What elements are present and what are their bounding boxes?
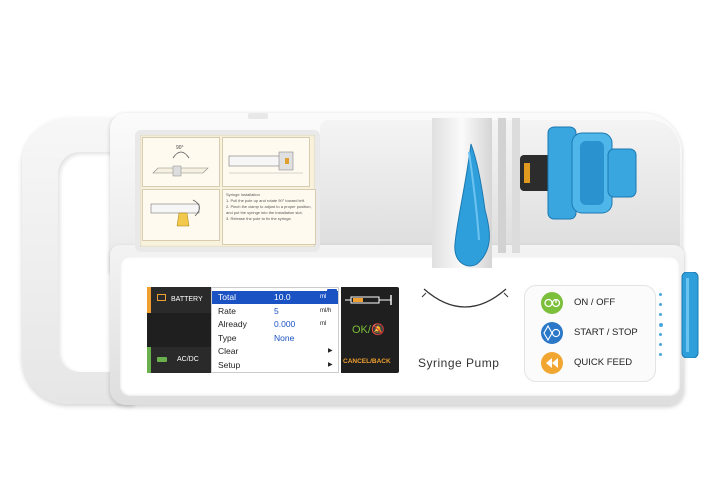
indicator-dot [659, 313, 662, 316]
mute-bell-icon: 🔕 [370, 324, 385, 336]
lcd-row-unit: ml [320, 321, 327, 327]
acdc-label: AC/DC [177, 356, 199, 363]
lcd-row-label: Clear [218, 346, 239, 356]
lcd-row-value: None [274, 332, 295, 343]
lcd-row-type[interactable]: Type None [212, 332, 338, 345]
lcd-row-rate[interactable]: Rate 5 ml/h [212, 305, 338, 318]
indicator-dot [659, 323, 663, 327]
control-buttons-panel: ON / OFF START / STOP QUICK FEED [524, 285, 656, 382]
lcd-row-total[interactable]: Total 10.0 ml [212, 291, 338, 304]
battery-label: BATTERY [171, 296, 203, 303]
lcd-row-label: Setup [218, 359, 241, 370]
indicator-dot [659, 343, 662, 346]
start-stop-button[interactable]: START / STOP [525, 318, 655, 348]
lcd-row-arrow-icon: ▶ [328, 348, 333, 354]
lcd-battery-icon [327, 289, 337, 294]
ok-label: OK/ [352, 324, 371, 336]
start-stop-label: START / STOP [574, 327, 638, 338]
lcd-row-clear[interactable]: Clear ▶ [212, 345, 338, 358]
on-off-label: ON / OFF [574, 297, 616, 308]
guide-instructions: Syringe Installation 1. Pull the pole up… [222, 189, 316, 245]
lcd-row-unit: ml/h [320, 307, 332, 314]
power-icon [541, 292, 563, 314]
installation-guide-label: 90° Syringe Installation 1. Pull the pol… [135, 130, 320, 252]
acdc-indicator: AC/DC [147, 347, 211, 373]
top-screw [248, 113, 268, 119]
syringe-icon [345, 295, 392, 305]
rewind-icon [541, 352, 563, 374]
lcd-row-already[interactable]: Already 0.000 ml [212, 318, 338, 331]
indicator-dot [659, 333, 662, 336]
lcd-row-arrow-icon: ▶ [328, 361, 333, 368]
guide-figure-2 [222, 137, 310, 187]
on-off-button[interactable]: ON / OFF [525, 288, 655, 318]
quick-feed-label: QUICK FEED [574, 357, 633, 368]
lcd-row-value: 10.0 [274, 292, 291, 302]
indicator-dot [659, 293, 662, 296]
lcd-row-label: Rate [218, 305, 236, 316]
device-brand: Syringe Pump [418, 356, 500, 370]
scale-dial [421, 288, 509, 308]
ok-mute-button[interactable]: OK/🔕 [352, 323, 385, 336]
lcd-row-unit: ml [320, 294, 327, 300]
indicator-dot [659, 353, 662, 356]
battery-icon [157, 294, 166, 301]
lcd-row-label: Total [218, 292, 236, 302]
svg-text:90°: 90° [176, 145, 184, 151]
cancel-back-button[interactable]: CANCEL/BACK [343, 358, 391, 365]
lcd-row-label: Type [218, 332, 237, 343]
syringe-clamp-lever[interactable] [447, 140, 495, 268]
start-stop-icon [541, 322, 563, 344]
guide-rail [512, 118, 520, 253]
lcd-row-value: 0.000 [274, 319, 296, 329]
side-adjustment-knob[interactable] [680, 272, 700, 358]
battery-indicator: BATTERY [147, 287, 211, 313]
plug-icon [157, 357, 167, 362]
indicator-lights [659, 293, 665, 363]
guide-figure-1: 90° [142, 137, 220, 187]
quick-feed-button[interactable]: QUICK FEED [525, 348, 655, 378]
guide-figure-3 [142, 189, 220, 241]
plunger-pusher[interactable] [520, 123, 640, 223]
guide-rail [498, 118, 506, 253]
lcd-row-setup[interactable]: Setup ▶ [212, 359, 338, 372]
indicator-dot [659, 303, 662, 306]
lcd-row-label: Already [218, 319, 247, 329]
lcd-row-value: 5 [274, 305, 279, 316]
